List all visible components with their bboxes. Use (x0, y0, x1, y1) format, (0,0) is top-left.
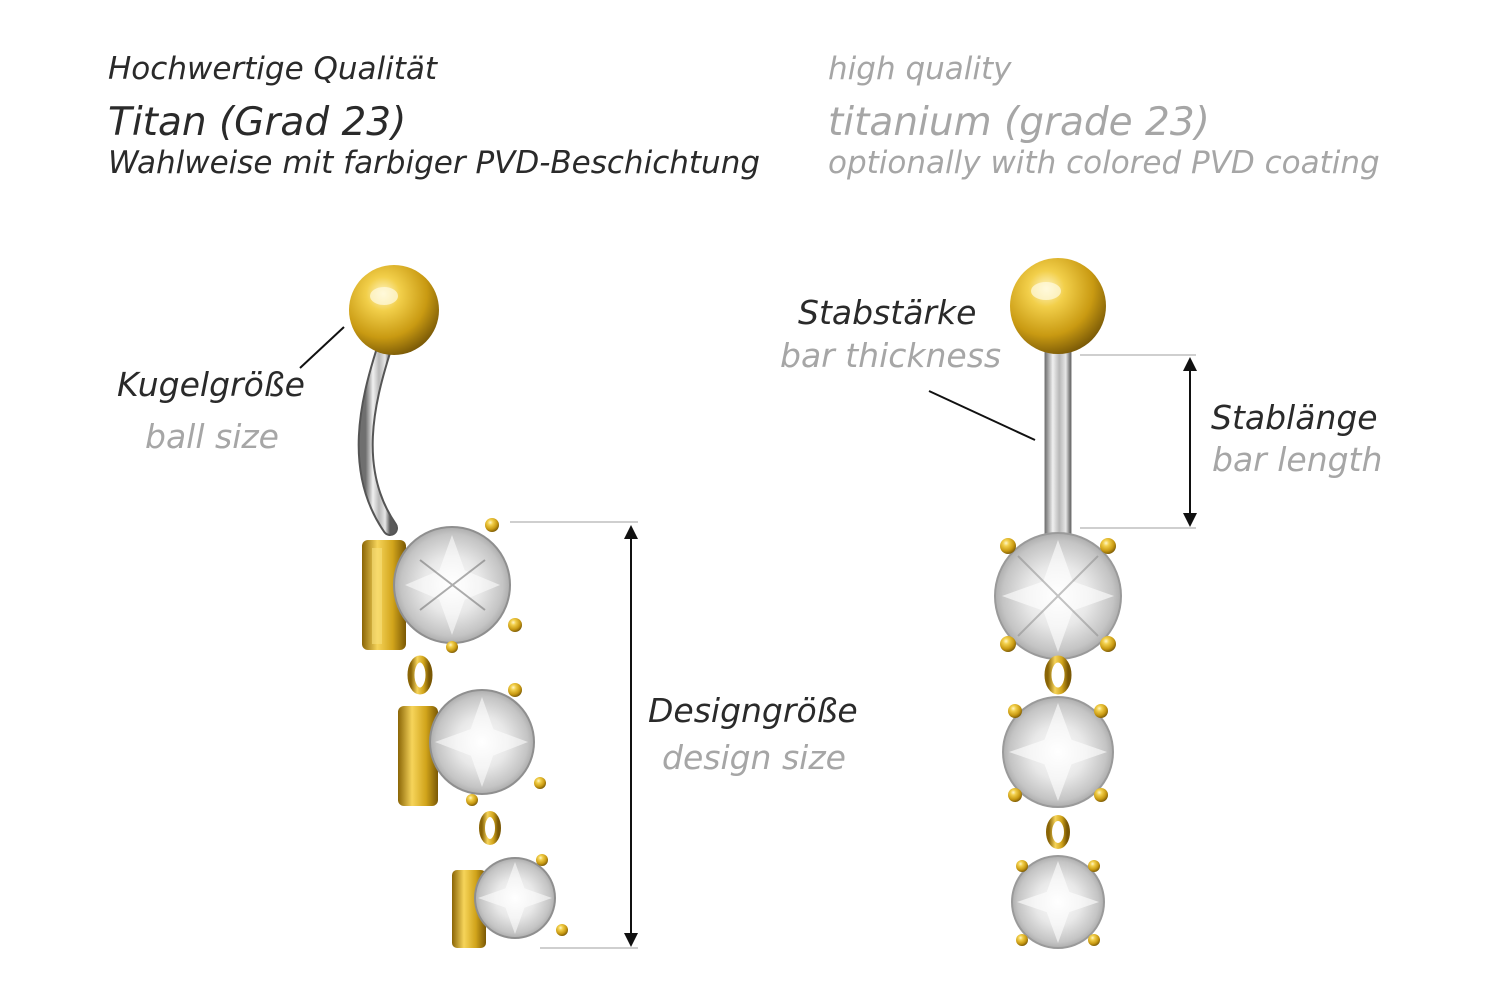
belly-piercing-front-view (994, 258, 1122, 949)
ball-size-label-de: Kugelgröße (117, 365, 305, 404)
material-de: Titan (Grad 23) (108, 100, 407, 145)
ball-size-label-en: ball size (145, 417, 279, 456)
bar-length-label-en: bar length (1212, 440, 1383, 479)
ball-size-leader (299, 326, 345, 369)
design-size-label-de: Designgröße (648, 691, 858, 730)
bar-thickness-label-de: Stabstärke (798, 293, 977, 332)
quality-de: Hochwertige Qualität (108, 51, 438, 87)
coating-de: Wahlweise mit farbiger PVD-Beschichtung (108, 145, 761, 181)
bar-thickness-label-en: bar thickness (780, 336, 1002, 375)
design-size-label-en: design size (662, 738, 846, 777)
bar-length-label-de: Stablänge (1211, 398, 1378, 437)
belly-piercing-side-view (349, 265, 568, 948)
material-en: titanium (grade 23) (828, 100, 1210, 145)
quality-en: high quality (828, 51, 1012, 87)
bar-thickness-leader (928, 390, 1036, 441)
coating-en: optionally with colored PVD coating (828, 145, 1380, 181)
